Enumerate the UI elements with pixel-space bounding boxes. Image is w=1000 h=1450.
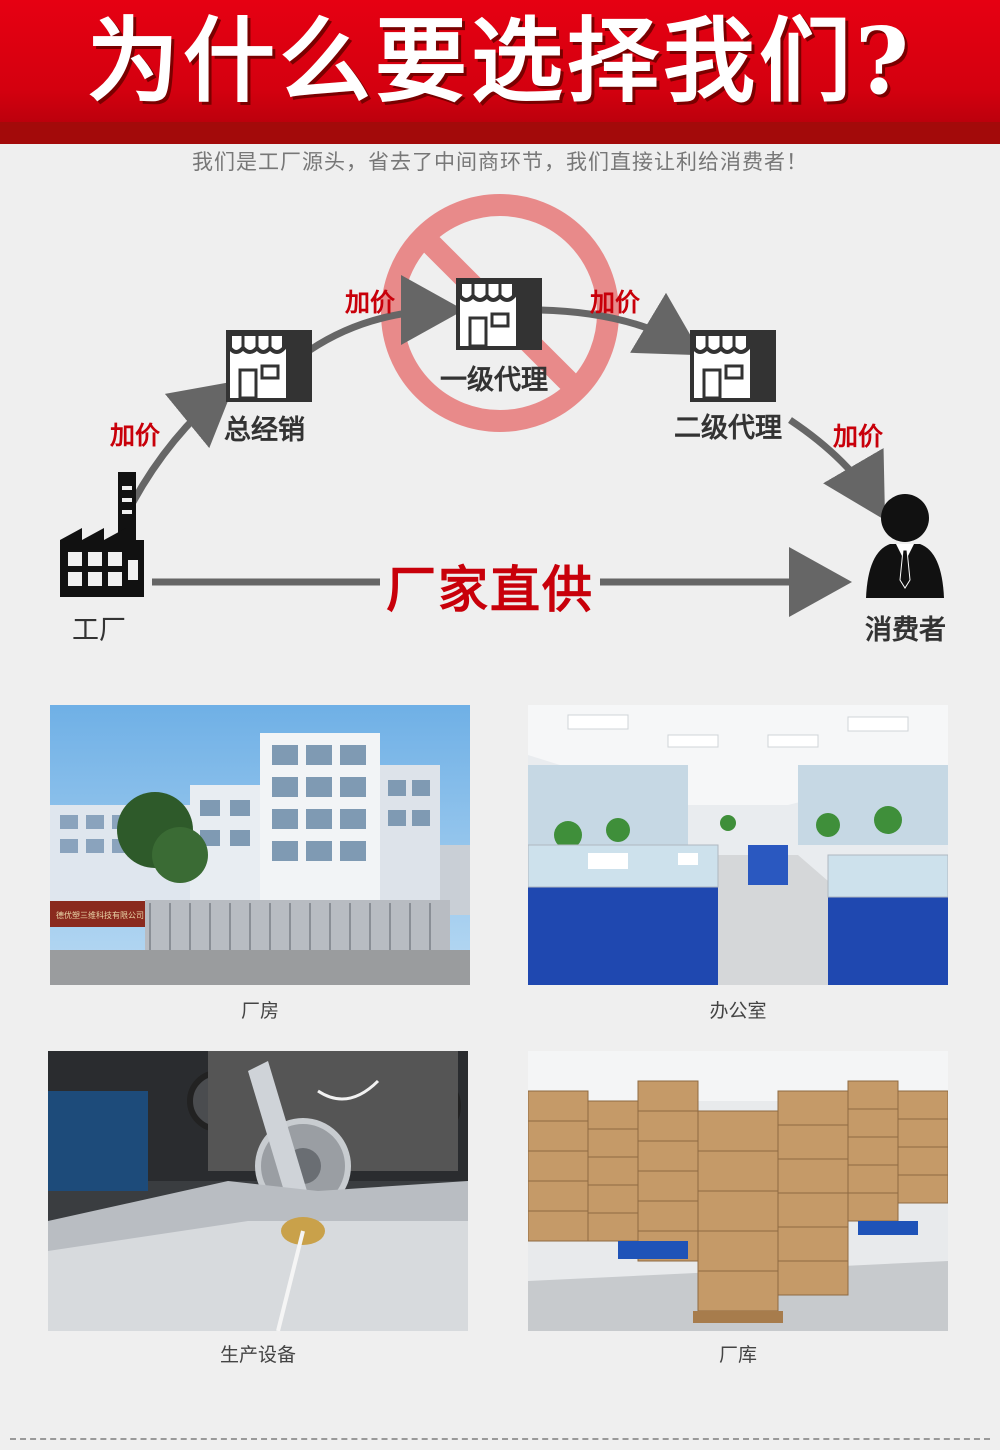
arrow-agent2-to-consumer (788, 417, 886, 521)
node-label-distributor: 总经销 (224, 415, 305, 446)
node-label-consumer: 消费者 (865, 615, 946, 646)
markup-label: 加价 (110, 421, 161, 450)
header-banner (0, 0, 1000, 128)
arrow-factory-to-distributor (129, 381, 236, 504)
photo-production-equipment (48, 1051, 468, 1332)
caption-warehouse: 厂库 (718, 1344, 757, 1366)
factory-icon (60, 472, 144, 597)
caption-factory-building: 厂房 (240, 1000, 279, 1022)
markup-label: 加价 (833, 422, 884, 451)
header-banner-shadow (0, 122, 1000, 144)
arrow-agent1-to-agent2 (539, 292, 703, 356)
bottom-divider (10, 1438, 990, 1440)
caption-office: 办公室 (709, 1000, 767, 1022)
photo-warehouse (527, 1051, 949, 1331)
node-label-first-agent: 一级代理 (440, 365, 548, 396)
diagram-graphics (60, 194, 944, 617)
node-label-factory: 工厂 (72, 615, 126, 646)
shop-icon-distributor (226, 330, 312, 402)
photo-factory-building: 德优塑三维科技有限公司 (50, 705, 470, 985)
consumer-icon (866, 494, 944, 598)
node-label-second-agent: 二级代理 (674, 413, 782, 444)
caption-production-equipment: 生产设备 (219, 1344, 296, 1366)
factory-sign-text: 德优塑三维科技有限公司 (56, 910, 144, 920)
page-subtitle: 我们是工厂源头，省去了中间商环节，我们直接让利给消费者！ (192, 150, 808, 174)
photo-office (527, 705, 949, 985)
markup-label: 加价 (345, 288, 396, 317)
supply-chain-diagram: 加价 加价 加价 加价 总经销 一级代理 二级代理 工厂 消费者 厂家直供 (0, 180, 1000, 680)
shop-icon-agent2 (690, 330, 776, 402)
page-title: 为什么要选择我们? (87, 7, 913, 115)
direct-supply-label: 厂家直供 (380, 550, 600, 622)
markup-label: 加价 (590, 288, 641, 317)
arrow-distributor-to-agent1 (308, 275, 464, 353)
shop-icon-agent1 (456, 278, 542, 350)
